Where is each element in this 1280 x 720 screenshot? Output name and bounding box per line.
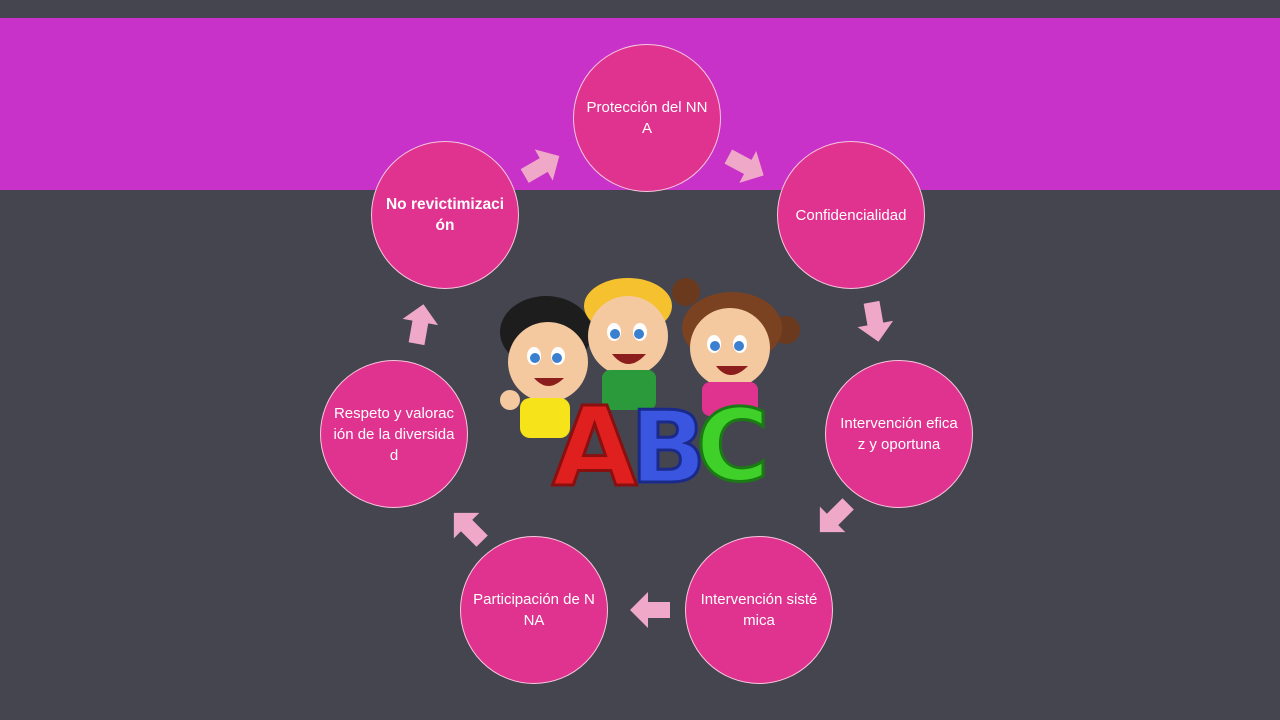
node-proteccion: Protección del NNA	[573, 44, 721, 192]
node-label: Confidencialidad	[795, 206, 907, 224]
arrow-icon	[716, 136, 776, 196]
node-label: Participación de NNA	[473, 591, 595, 629]
node-intervencion-eficaz: Intervención eficaz y oportuna	[825, 360, 973, 508]
node-label: Intervención eficaz y oportuna	[840, 415, 958, 453]
arrow-icon	[803, 487, 865, 549]
node-respeto: Respeto y valoración de la diversidad	[320, 360, 468, 508]
node-label: Intervención sistémica	[700, 591, 818, 629]
node-label: Protección del NNA	[586, 99, 708, 137]
svg-text:A: A	[552, 383, 637, 500]
kids-abc-illustration: A B C	[500, 278, 800, 500]
node-no-revictimizacion: No revictimización	[371, 141, 519, 289]
svg-text:C: C	[696, 387, 769, 500]
node-label: No revictimización	[385, 196, 505, 234]
arrow-icon	[850, 297, 901, 348]
arrow-icon	[628, 588, 672, 632]
arrow-icon	[437, 496, 499, 558]
arrow-icon	[512, 136, 572, 196]
svg-text:B: B	[630, 389, 706, 500]
node-participacion: Participación de NNA	[460, 536, 608, 684]
arrow-icon	[395, 299, 446, 350]
node-label: Respeto y valoración de la diversidad	[333, 404, 455, 464]
node-confidencialidad: Confidencialidad	[777, 141, 925, 289]
node-intervencion-sistemica: Intervención sistémica	[685, 536, 833, 684]
top-strip	[0, 0, 1280, 18]
